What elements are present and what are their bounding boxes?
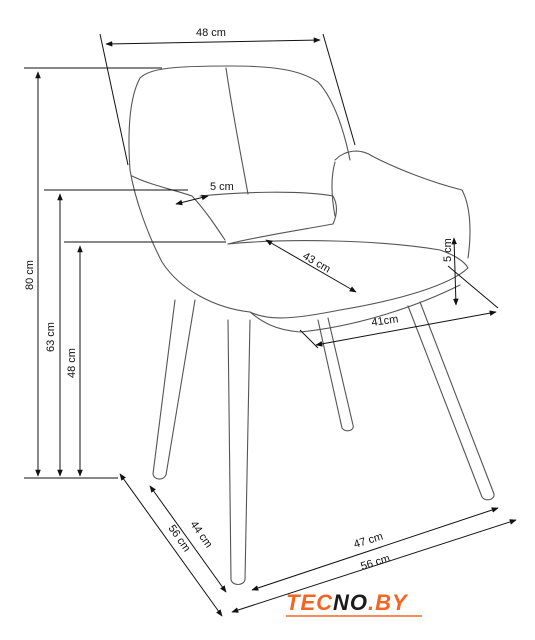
label-armrest-height: 63 cm xyxy=(45,322,57,352)
seat-front xyxy=(227,240,469,319)
dim-width-outer-line xyxy=(231,519,517,613)
label-armrest-thickness: 5 cm xyxy=(442,238,454,262)
label-seat-depth: 43 cm xyxy=(301,250,333,275)
brand-part-tec: TEC xyxy=(286,590,333,615)
dim-armrest-width-line xyxy=(175,194,209,206)
dim-seat-front-width-line xyxy=(315,310,497,347)
left-side-outline xyxy=(129,169,251,313)
leg-front-right xyxy=(407,301,495,501)
dim-seat-depth-line xyxy=(265,239,357,293)
right-armrest xyxy=(334,150,471,259)
label-width-outer: 56 cm xyxy=(359,553,391,573)
label-armrest-width: 5 cm xyxy=(210,181,234,193)
label-seat-width-top: 48 cm xyxy=(196,27,226,39)
label-depth-outer: 56 cm xyxy=(166,523,193,554)
dim-depth-inner-line xyxy=(149,485,227,593)
leg-back-right xyxy=(317,317,354,432)
dim-width-inner-line xyxy=(251,507,499,591)
seat-cushion xyxy=(199,191,337,245)
label-seat-front-width: 41cm xyxy=(371,313,399,329)
dim-depth-outer-line xyxy=(119,473,223,617)
backrest-outline xyxy=(128,65,351,171)
svg-text:TECNO.BY: TECNO.BY xyxy=(286,590,409,615)
brand-part-by: .BY xyxy=(368,590,409,615)
backrest-seam xyxy=(225,67,249,195)
leg-front-left xyxy=(227,319,251,586)
label-total-height: 80 cm xyxy=(24,260,36,290)
right-armrest-inner xyxy=(331,161,336,217)
chair-drawing xyxy=(128,65,495,586)
dimension-lines xyxy=(24,33,517,617)
brand-logo: TECNO.BY xyxy=(286,590,422,617)
leg-back-left xyxy=(152,299,196,480)
dim-seat-width-top-line xyxy=(105,37,321,47)
brand-part-no: NO xyxy=(333,590,368,615)
label-seat-height: 48 cm xyxy=(66,348,78,378)
